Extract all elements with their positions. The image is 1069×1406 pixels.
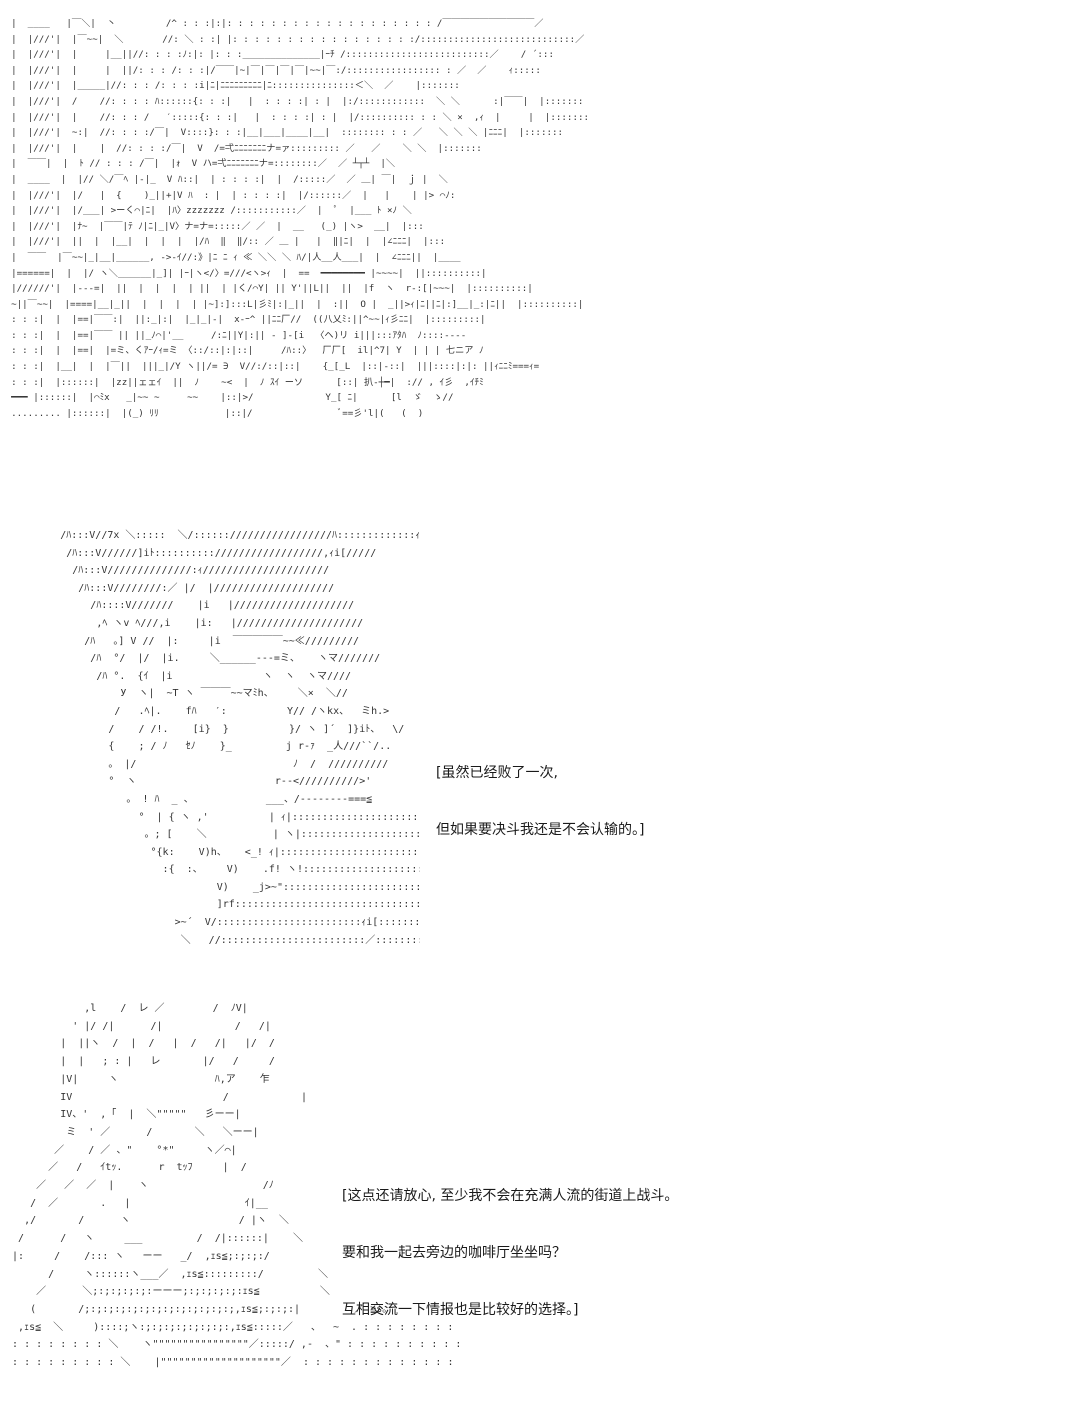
middle-ascii-art-character: /ﾊ:::V//7x ＼::::: ＼/:::::://////////////… — [60, 530, 420, 946]
dialogue-box-first: [虽然已经败了一次, 但如果要决斗我还是不会认输的。] — [436, 726, 644, 859]
dialogue-line: [虽然已经败了一次, — [436, 765, 558, 781]
dialogue-line: 但如果要决斗我还是不会认输的。] — [436, 822, 645, 838]
dialogue-line: 要和我一起去旁边的咖啡厅坐坐吗？ — [342, 1245, 566, 1261]
top-ascii-art-scene: | ____ |￣＼| 丶 /^ : : :|:|: : : : : : : :… — [11, 18, 590, 419]
dialogue-box-second: [这点还请放心, 至少我不会在充满人流的街道上战斗。 要和我一起去旁边的咖啡厅坐… — [342, 1149, 678, 1339]
dialogue-line: [这点还请放心, 至少我不会在充满人流的街道上战斗。 — [342, 1188, 679, 1204]
bottom-ascii-art-character: ,l / レ ／ / ﾉV| ' |/ /| /| / /| | ||ヽ / |… — [12, 1003, 460, 1369]
dialogue-line: 互相交流一下情报也是比较好的选择。] — [342, 1302, 579, 1318]
